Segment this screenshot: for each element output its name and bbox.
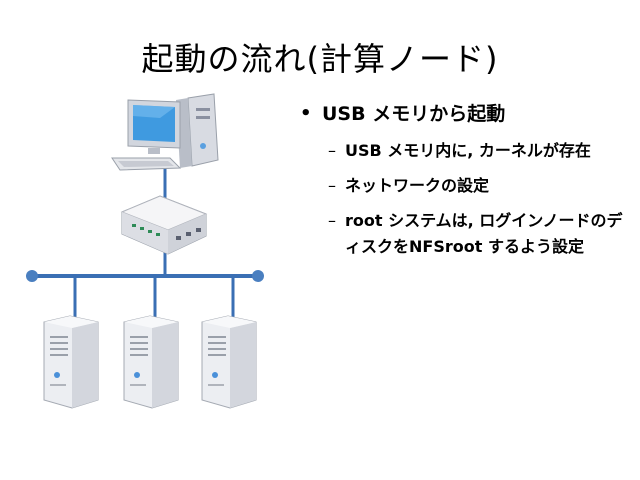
bullet-list: • USB メモリから起動 – USB メモリ内に, カーネルが存在 – ネット… — [300, 100, 630, 269]
server-tower-icon — [201, 315, 257, 409]
server-tower-icon — [123, 315, 179, 409]
desktop-computer-icon — [111, 93, 219, 171]
sub-bullet-item: – root システムは, ログインノードのディスクをNFSroot するよう設… — [300, 208, 630, 260]
bus-endpoint-left — [26, 270, 38, 282]
slide-title: 起動の流れ(計算ノード) — [141, 40, 499, 78]
sub-bullet-marker: – — [328, 141, 336, 160]
bus-endpoint-right — [252, 270, 264, 282]
sub-bullet-item: – ネットワークの設定 — [300, 173, 630, 199]
sub-bullet-text: root システムは, ログインノードのディスクをNFSroot するよう設定 — [345, 211, 623, 256]
bullet-text: USB メモリから起動 — [322, 103, 506, 125]
network-switch-icon — [120, 195, 208, 255]
sub-bullet-marker: – — [328, 211, 336, 230]
server-tower-icon — [43, 315, 99, 409]
sub-bullet-text: USB メモリ内に, カーネルが存在 — [345, 141, 591, 160]
sub-bullet-item: – USB メモリ内に, カーネルが存在 — [300, 138, 630, 164]
bullet-marker: • — [300, 103, 312, 124]
bullet-item: • USB メモリから起動 — [300, 100, 630, 128]
network-diagram — [26, 93, 264, 409]
sub-bullet-marker: – — [328, 176, 336, 195]
sub-bullet-text: ネットワークの設定 — [345, 176, 490, 195]
